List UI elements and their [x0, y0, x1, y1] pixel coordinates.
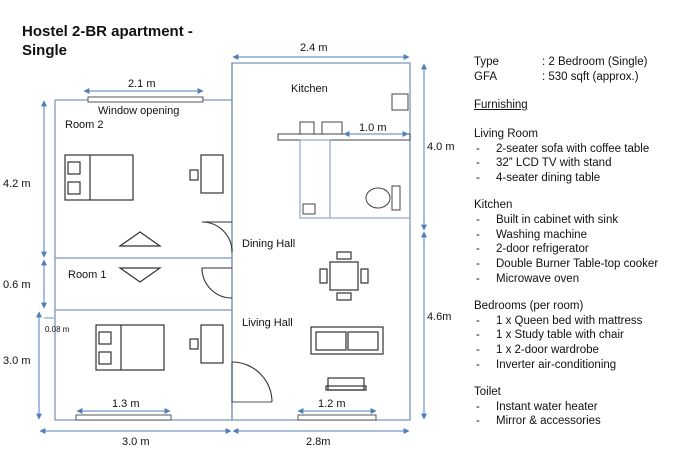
list-item: Double Burner Table-top cooker [474, 257, 696, 272]
spec-gfa-row: GFA : 530 sqft (approx.) [474, 70, 639, 85]
door-room1 [201, 267, 233, 299]
dimension-lines [36, 54, 427, 434]
list-item: Instant water heater [474, 400, 696, 415]
label-kitchen: Kitchen [291, 83, 328, 95]
dim-bottom-left: 3.0 m [122, 436, 150, 448]
group-title: Kitchen [474, 198, 513, 211]
group-bedrooms: Bedrooms (per room) 1 x Queen bed with m… [474, 299, 696, 373]
sofa-icon [310, 326, 384, 355]
dim-bottom-window-left: 1.3 m [112, 398, 140, 410]
tv-stand-icon [325, 377, 367, 391]
dim-counter: 1.0 m [359, 122, 387, 134]
dim-left-room2: 4.2 m [3, 178, 31, 190]
toilet-icon [365, 187, 391, 209]
list-item: 4-seater dining table [474, 171, 696, 186]
page-title: Hostel 2-BR apartment - Single [22, 23, 193, 59]
label-living-hall: Living Hall [242, 317, 293, 329]
dining-table-icon [319, 251, 369, 301]
window-openings [75, 96, 377, 421]
spec-gfa-key: GFA [474, 71, 498, 83]
dim-small-gap: 0.08 m [45, 325, 70, 334]
dim-top-room2: 2.1 m [128, 78, 156, 90]
microwave-icon [299, 121, 315, 135]
walls [54, 62, 411, 421]
refrigerator-icon [391, 93, 409, 111]
label-dining-hall: Dining Hall [242, 238, 295, 250]
spec-gfa-value: : 530 sqft (approx.) [542, 71, 639, 83]
dim-left-gap: 0.6 m [3, 279, 31, 291]
list-item: Microwave oven [474, 272, 696, 287]
list-item: 2-seater sofa with coffee table [474, 142, 696, 157]
label-room2: Room 2 [65, 119, 104, 131]
list-item: 1 x Study table with chair [474, 328, 696, 343]
dim-right-upper: 4.0 m [427, 141, 455, 153]
bed-room1-icon [95, 324, 165, 371]
list-item: 1 x 2-door wardrobe [474, 343, 696, 358]
label-window-opening: Window opening [98, 105, 179, 117]
stove-icon [321, 121, 343, 135]
group-title: Toilet [474, 385, 501, 398]
furnishing-heading: Furnishing [474, 99, 528, 111]
list-item: Built in cabinet with sink [474, 213, 696, 228]
group-title: Living Room [474, 127, 538, 140]
bed-room2-icon [64, 154, 134, 201]
spec-type-key: Type [474, 56, 499, 68]
spec-type-value: : 2 Bedroom (Single) [542, 56, 648, 68]
list-item: 2-door refrigerator [474, 242, 696, 257]
list-item: Inverter air-conditioning [474, 358, 696, 373]
doors [201, 221, 273, 403]
door-room2 [201, 221, 233, 253]
sink-icon [302, 203, 316, 215]
dim-bottom-right: 2.8m [306, 436, 330, 448]
study-table-icons [189, 154, 224, 364]
group-living-room: Living Room 2-seater sofa with coffee ta… [474, 127, 696, 186]
dim-bottom-window-right: 1.2 m [318, 398, 346, 410]
group-title: Bedrooms (per room) [474, 299, 584, 312]
label-room1: Room 1 [68, 269, 107, 281]
group-toilet: Toilet Instant water heater Mirror & acc… [474, 385, 696, 429]
kitchen-fixtures [277, 93, 411, 219]
dim-top-kitchen: 2.4 m [300, 42, 328, 54]
furnishing-list: Furnishing Living Room 2-seater sofa wit… [474, 98, 696, 429]
list-item: Mirror & accessories [474, 414, 696, 429]
group-kitchen: Kitchen Built in cabinet with sink Washi… [474, 198, 696, 287]
dim-right-lower: 4.6m [427, 311, 451, 323]
spec-type-row: Type : 2 Bedroom (Single) [474, 55, 647, 70]
list-item: 1 x Queen bed with mattress [474, 314, 696, 329]
dim-left-room1: 3.0 m [3, 355, 31, 367]
wardrobe-icons [118, 231, 162, 283]
list-item: Washing machine [474, 228, 696, 243]
list-item: 32” LCD TV with stand [474, 156, 696, 171]
door-entrance [231, 361, 273, 403]
